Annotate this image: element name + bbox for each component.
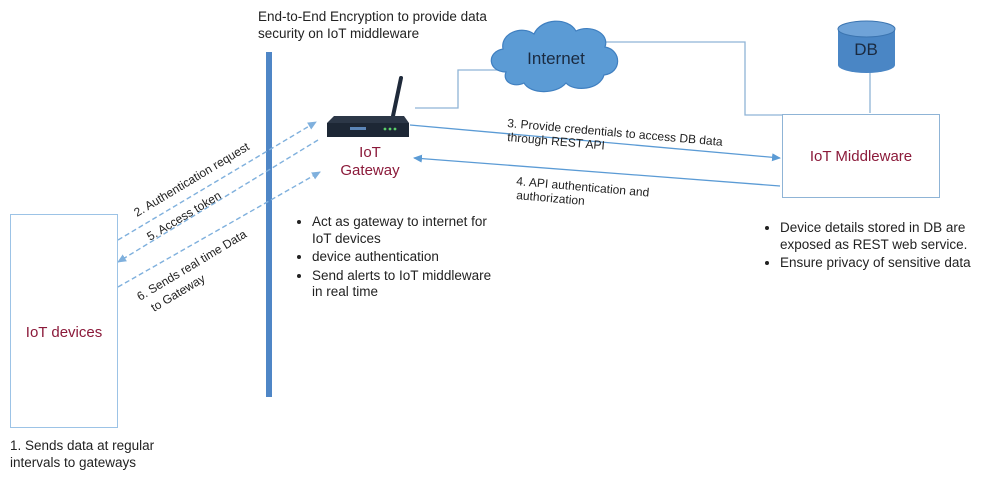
label-api-auth-line2: authorization <box>516 188 586 208</box>
internet-cloud-icon <box>490 20 619 93</box>
router-icon <box>327 76 409 137</box>
iot-devices-box <box>10 214 118 428</box>
arrow-access-token <box>117 139 319 263</box>
gateway-bullet-1: Act as gateway to internet for IoT devic… <box>312 214 500 247</box>
devices-note: 1. Sends data at regular intervals to ga… <box>10 437 210 471</box>
internet-label: Internet <box>527 49 585 68</box>
gateway-label: IoT Gateway <box>330 144 410 180</box>
encryption-note-text: End-to-End Encryption to provide data se… <box>258 9 487 41</box>
arrow-auth-request <box>117 121 317 241</box>
arrow-provide-credentials <box>409 124 781 162</box>
iot-middleware-box: IoT Middleware <box>782 114 940 198</box>
database-icon <box>837 20 896 73</box>
gateway-bullet-2: device authentication <box>312 249 500 266</box>
arrow-realtime-data <box>117 171 321 288</box>
middleware-bullet-1: Device details stored in DB are exposed … <box>780 220 988 253</box>
middleware-label: IoT Middleware <box>809 147 913 165</box>
network-connectors <box>415 41 871 116</box>
encryption-boundary-bar <box>266 52 272 397</box>
devices-label: IoT devices <box>25 324 103 341</box>
gateway-bullets: Act as gateway to internet for IoT devic… <box>290 214 500 303</box>
devices-note-line1: 1. Sends data at regular <box>10 438 155 453</box>
devices-note-line2: intervals to gateways <box>10 455 137 470</box>
gateway-label-line2: Gateway <box>340 162 400 179</box>
middleware-bullet-2: Ensure privacy of sensitive data <box>780 255 988 272</box>
middleware-bullets: Device details stored in DB are exposed … <box>758 220 988 274</box>
gateway-bullet-3: Send alerts to IoT middleware in real ti… <box>312 268 500 301</box>
db-label: DB <box>854 40 878 59</box>
gateway-label-line1: IoT <box>359 144 381 161</box>
arrow-api-authentication <box>413 154 781 187</box>
encryption-note: End-to-End Encryption to provide data se… <box>258 8 528 42</box>
